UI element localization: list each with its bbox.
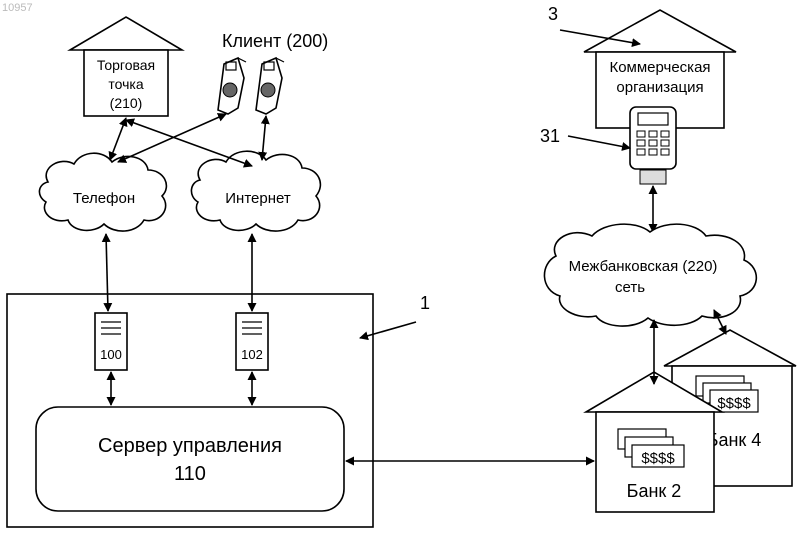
shop-house: Торговая точка (210) (70, 17, 182, 116)
merchant-label-line2: организация (616, 79, 703, 96)
server-label-line1: Сервер управления (98, 435, 282, 457)
merchant-label-line1: Коммерческая (609, 59, 710, 76)
client-internet-arrow (262, 116, 266, 160)
internet-label: Интернет (225, 190, 291, 207)
interbank-label-line2: сеть (615, 279, 645, 296)
gateway-102: 102 (236, 313, 268, 370)
phone-network-label: Телефон (73, 190, 135, 207)
gateway-100-label: 100 (100, 347, 122, 362)
phone-network-cloud: Телефон (39, 153, 166, 231)
terminal-ref: 31 (540, 126, 560, 146)
management-server (36, 407, 344, 511)
shop-phone-arrow (110, 118, 126, 160)
client-phone-arrow (118, 114, 226, 162)
server-label-line2: 110 (174, 463, 206, 485)
shop-label-line3: (210) (110, 95, 143, 111)
bank4-money-label: $$$$ (717, 395, 751, 412)
shop-label-line2: точка (108, 76, 143, 92)
bank2-label: Банк 2 (627, 481, 682, 501)
terminal-ref-pointer (568, 136, 630, 148)
client-phone-icon-2 (256, 58, 284, 114)
bank4-label: Банк 4 (707, 430, 762, 450)
pos-terminal-icon (630, 107, 676, 184)
shop-internet-arrow (126, 120, 252, 166)
merchant-ref: 3 (548, 4, 558, 24)
interbank-network-cloud: Межбанковская (220) сеть (544, 224, 756, 326)
gateway-100: 100 (95, 313, 127, 370)
corner-id: 10957 (2, 2, 33, 14)
interbank-label-line1: Межбанковская (220) (569, 258, 718, 275)
system-ref: 1 (420, 293, 430, 313)
bank2-money-label: $$$$ (641, 450, 675, 467)
client-title: Клиент (200) (222, 31, 328, 51)
gateway-102-label: 102 (241, 347, 263, 362)
client-phone-icon-1 (218, 58, 246, 114)
internet-cloud: Интернет (191, 151, 320, 231)
shop-label-line1: Торговая (97, 57, 155, 73)
